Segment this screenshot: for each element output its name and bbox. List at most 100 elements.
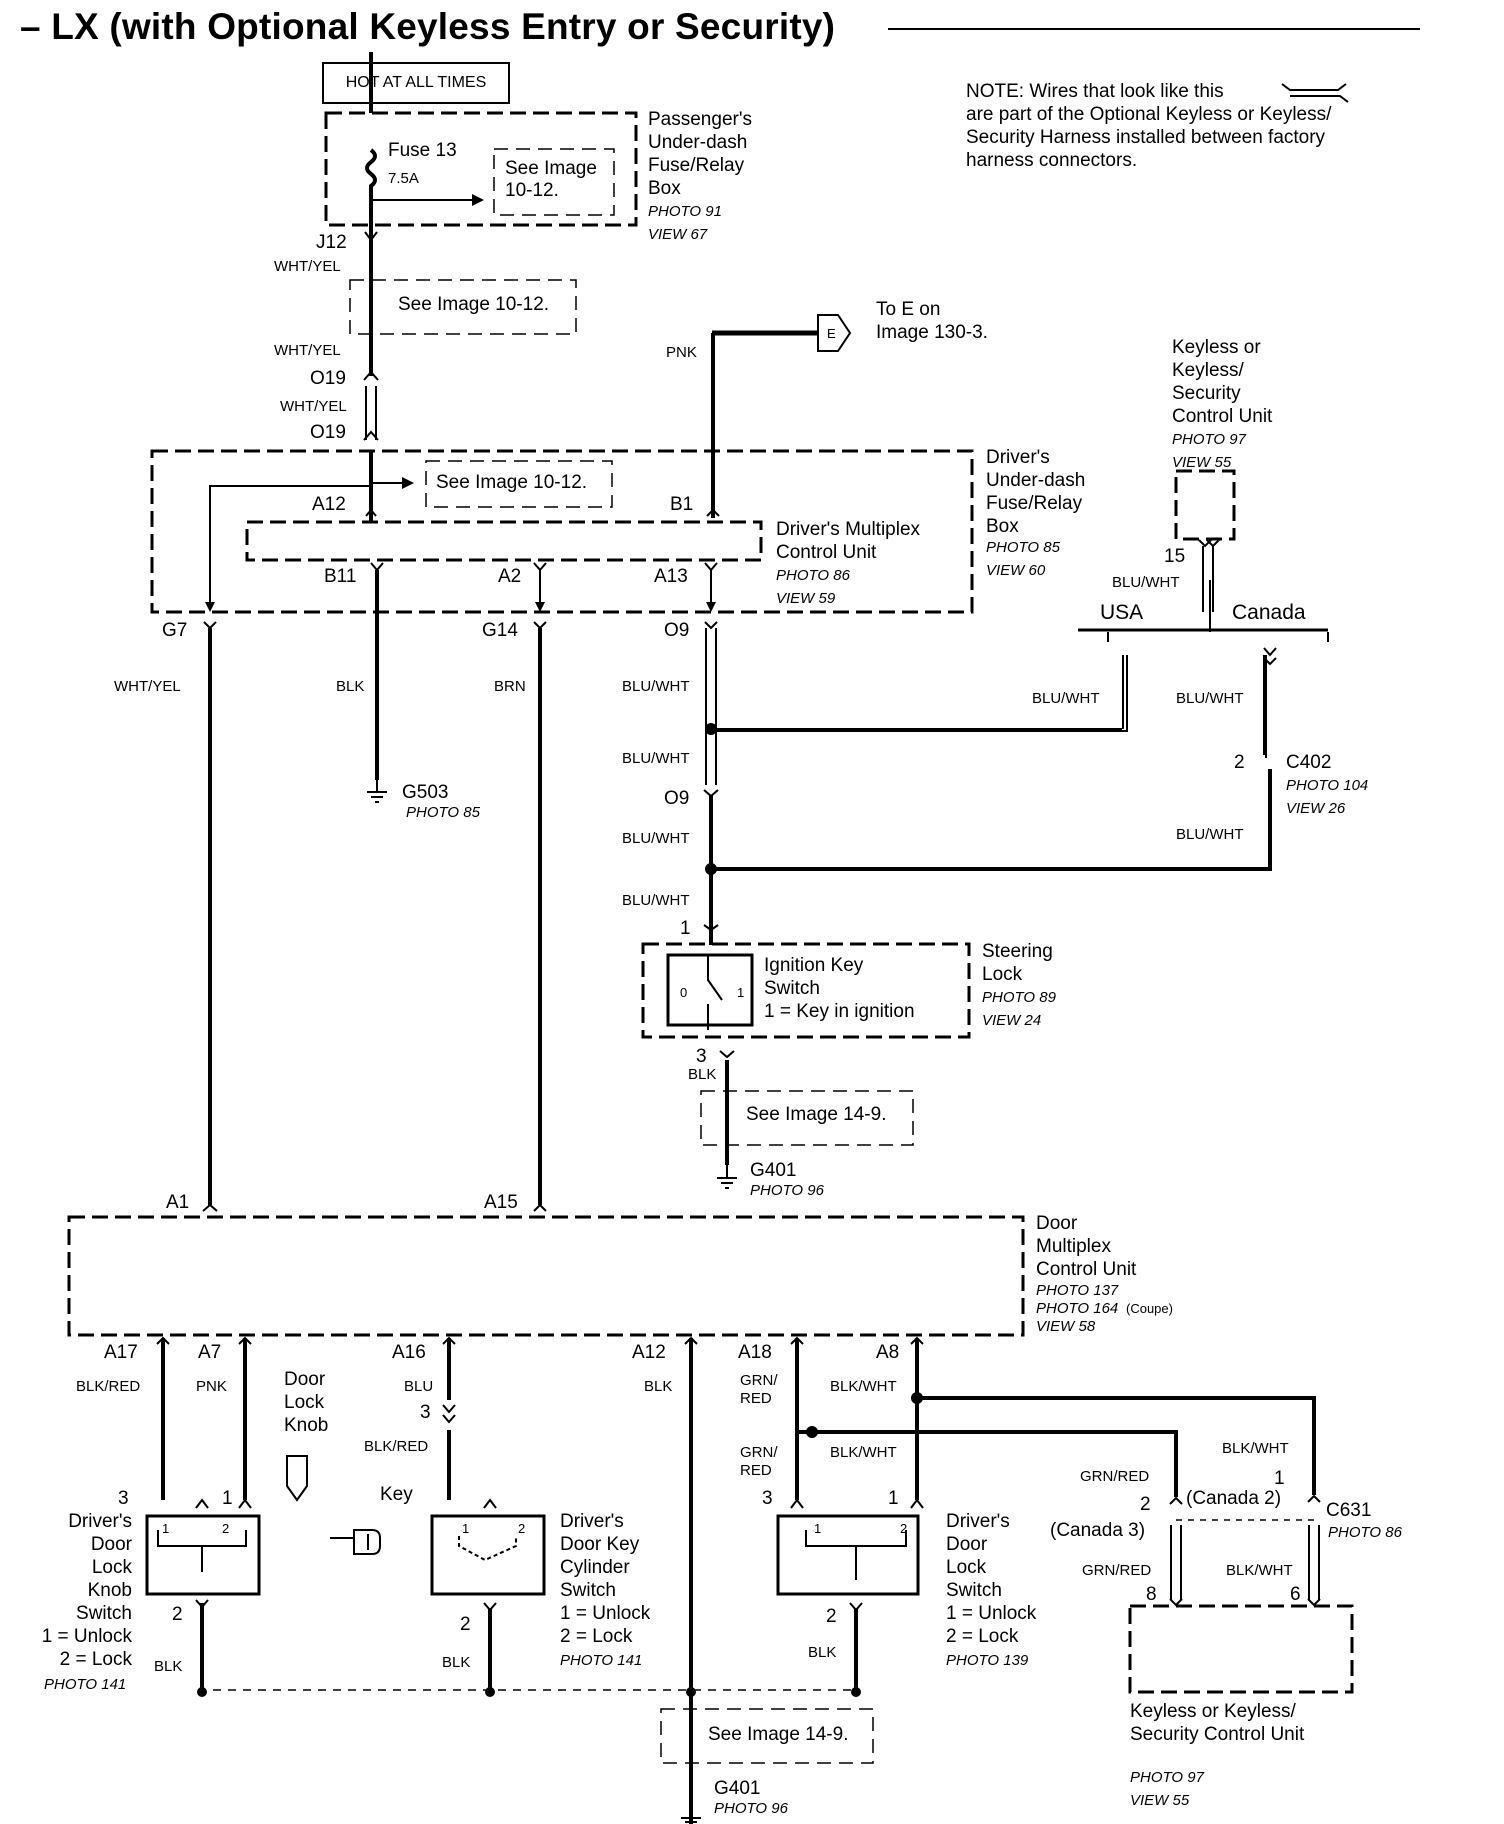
pin-ks-1: 1: [222, 1488, 233, 1509]
wire-whtyel-1: WHT/YEL: [274, 258, 341, 275]
wire-blk-2: BLK: [688, 1066, 717, 1083]
wire-bluwht-1: BLU/WHT: [1112, 574, 1180, 591]
fuse-label: Fuse 13: [388, 140, 457, 161]
knob-switch-box: [145, 1514, 261, 1596]
wire-whtyel-2: WHT/YEL: [274, 342, 341, 359]
wire-blkred-2: BLK/RED: [364, 1438, 429, 1455]
wire-whtyel-3: WHT/YEL: [280, 398, 347, 415]
keyless-unit-bottom-photo: PHOTO 97 VIEW 55: [1130, 1769, 1204, 1809]
wire-grnred-3: GRN/RED: [1080, 1468, 1150, 1485]
conn-o19-a: O19: [310, 368, 346, 389]
ks-pin-1: 1: [162, 1521, 170, 1536]
see-ref-4-label[interactable]: See Image 14-9.: [746, 1104, 887, 1125]
conn-a1: A1: [166, 1192, 190, 1213]
ground-g503: G503: [402, 782, 449, 803]
wire-blkred-1: BLK/RED: [76, 1378, 141, 1395]
see-ref-1-label[interactable]: See Image 10-12.: [505, 158, 597, 201]
cylinder-switch-box: [430, 1514, 546, 1596]
conn-c402: C402: [1286, 752, 1332, 773]
cy-pin-1: 1: [462, 1521, 470, 1536]
door-multiplex-coupe: (Coupe): [1126, 1301, 1173, 1316]
conn-a18: A18: [738, 1342, 772, 1363]
wire-whtyel-4: WHT/YEL: [114, 678, 181, 695]
conn-a12: A12: [312, 494, 346, 515]
pin-cy-3: 3: [420, 1402, 431, 1423]
wire-bluwht-7: BLU/WHT: [1176, 826, 1244, 843]
connector-chevrons: [156, 231, 1321, 1612]
conn-o9-a: O9: [664, 620, 690, 641]
wire-blk-6: BLK: [442, 1654, 471, 1671]
door-multiplex-label: Door Multiplex Control Unit: [1036, 1213, 1137, 1280]
steering-lock-label: Steering Lock: [982, 941, 1053, 985]
door-lock-knob-label: Door Lock Knob: [284, 1369, 329, 1436]
conn-o9-b: O9: [664, 788, 690, 809]
see-ref-5-label[interactable]: See Image 14-9.: [708, 1724, 849, 1745]
see-ref-3-label[interactable]: See Image 10-12.: [436, 472, 588, 493]
keyless-unit-bottom-label: Keyless or Keyless/ Security Control Uni…: [1130, 1701, 1305, 1745]
conn-b11: B11: [324, 566, 357, 587]
conn-a12-b: A12: [632, 1342, 666, 1363]
door-multiplex-photo-2: PHOTO 164: [1036, 1300, 1119, 1317]
to-e-label[interactable]: To E on Image 130-3.: [876, 299, 988, 343]
see-ref-2-label[interactable]: See Image 10-12.: [398, 294, 550, 315]
conn-a15: A15: [484, 1192, 518, 1213]
conn-a8: A8: [876, 1342, 900, 1363]
ground-symbols: [367, 780, 737, 1823]
cylinder-switch-label: Driver's Door Key Cylinder Switch 1 = Un…: [560, 1511, 651, 1647]
component-boxes: [67, 111, 1354, 1694]
conn-b1: B1: [670, 494, 694, 515]
ls-pin-1: 1: [814, 1521, 822, 1536]
door-multiplex-view: VIEW 58: [1036, 1318, 1096, 1335]
ig-pin-0: 0: [680, 985, 688, 1000]
knob-switch-photo: PHOTO 141: [44, 1676, 127, 1693]
conn-a13: A13: [654, 566, 688, 587]
arrowheads: [205, 194, 716, 612]
lock-switch-label: Driver's Door Lock Switch 1 = Unlock 2 =…: [946, 1511, 1037, 1647]
wire-pnk-1: PNK: [666, 344, 697, 361]
lock-switch-box: [776, 1514, 920, 1596]
harness-note: NOTE: Wires that look like this are part…: [966, 81, 1332, 171]
e-flag: [817, 314, 852, 352]
driver-multiplex-label: Driver's Multiplex Control Unit: [776, 519, 921, 563]
wire-bluwht-3: BLU/WHT: [1032, 690, 1100, 707]
driver-fuse-box-photo: PHOTO 85 VIEW 60: [986, 539, 1060, 579]
pin-ls-3: 3: [762, 1488, 773, 1509]
wire-blu: BLU: [404, 1378, 434, 1395]
wires: [161, 52, 1328, 1824]
pin-ls-1: 1: [888, 1488, 899, 1509]
harness-note-icon: [1281, 83, 1349, 103]
passenger-fuse-box: [324, 111, 638, 227]
wire-blkwht-2: BLK/WHT: [830, 1444, 897, 1461]
driver-fuse-box-label: Driver's Under-dash Fuse/Relay Box: [986, 447, 1086, 537]
cylinder-switch-photo: PHOTO 141: [560, 1652, 643, 1669]
conn-a2: A2: [498, 566, 522, 587]
switch-boxes: [145, 953, 920, 1596]
ignition-switch-label: Ignition Key Switch 1 = Key in ignition: [764, 955, 915, 1022]
keyless-unit-top-box: [1174, 469, 1236, 541]
keyless-unit-top-label: Keyless or Keyless/ Security Control Uni…: [1172, 337, 1273, 427]
wire-bluwht-2: BLU/WHT: [622, 678, 690, 695]
fuse-amp-label: 7.5A: [388, 170, 419, 187]
see-ref-box-1: [493, 148, 615, 216]
door-multiplex-photo-1: PHOTO 137: [1036, 1282, 1119, 1299]
pin-c631-2: 2: [1140, 1494, 1151, 1515]
see-ref-box-3: [425, 460, 613, 508]
wire-blk-1: BLK: [336, 678, 365, 695]
wire-grnred-2: GRN/ RED: [740, 1444, 778, 1479]
pin-ks-2: 2: [172, 1604, 183, 1625]
ks-pin-2: 2: [222, 1521, 230, 1536]
g401-b-photo: PHOTO 96: [714, 1800, 788, 1817]
wire-bluwht-6: BLU/WHT: [622, 830, 690, 847]
pin-c631-1: 1: [1274, 1468, 1285, 1489]
pin-ks-3: 3: [118, 1488, 129, 1509]
canada-2-label: (Canada 2): [1186, 1488, 1282, 1509]
knob-switch-label: Driver's Door Lock Knob Switch 1 = Unloc…: [41, 1511, 132, 1670]
steering-lock-box: [641, 942, 971, 1039]
ls-pin-2: 2: [900, 1521, 908, 1536]
conn-c631: C631: [1326, 1500, 1372, 1521]
pin-2-c402: 2: [1234, 752, 1245, 773]
hot-at-all-times-label: HOT AT ALL TIMES: [322, 62, 510, 104]
canada-3-label: (Canada 3): [1050, 1520, 1146, 1541]
wire-blkwht-4: BLK/WHT: [1226, 1562, 1293, 1579]
